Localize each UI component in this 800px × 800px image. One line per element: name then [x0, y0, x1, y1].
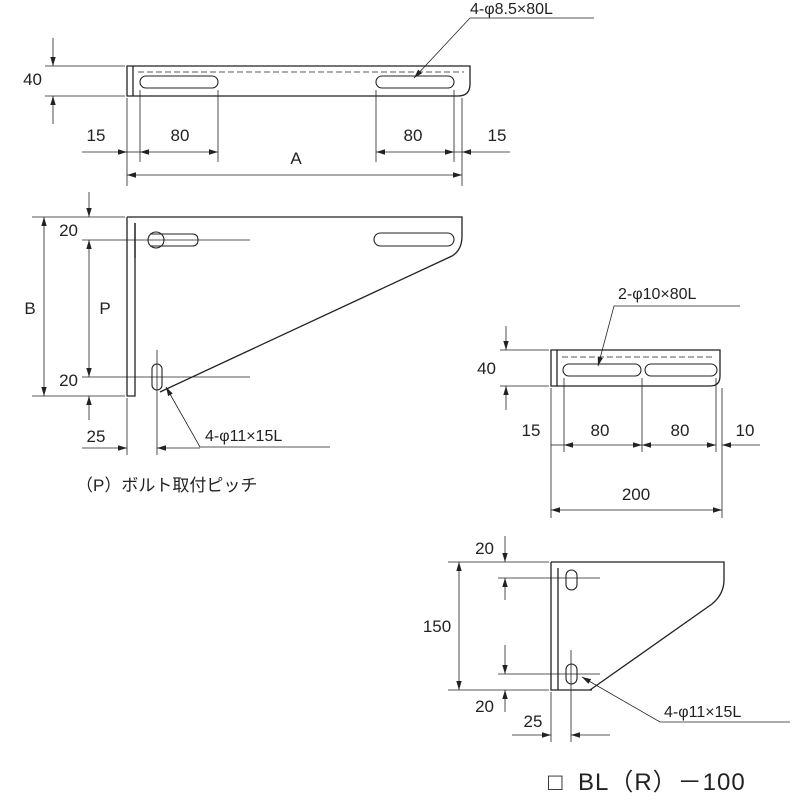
dim-pitch-P: P: [99, 299, 110, 318]
large-bracket-side-labels: 20 B P 20 25 4-φ11×15L: [24, 221, 282, 446]
dim-bottom-offset-20: 20: [59, 371, 78, 390]
dim-overall-A: A: [290, 149, 302, 168]
large-bracket-plan-view: [45, 17, 594, 186]
slot-side-right: [373, 232, 455, 247]
small-upper-hole: [565, 569, 578, 591]
dim-small-right-slot-80: 80: [671, 421, 690, 440]
small-bracket-plan-view: [500, 305, 760, 518]
hole-note-small-plan: 2-φ10×80L: [618, 286, 697, 303]
caption-bolt-pitch: （P）ボルト取付ピッチ: [76, 476, 257, 495]
hole-note-large-side: 4-φ11×15L: [205, 428, 282, 445]
dim-overall-B: B: [24, 299, 35, 318]
small-bracket-side-view: [448, 536, 790, 742]
dim-small-hole-offset-25: 25: [524, 712, 543, 731]
dim-height-40: 40: [23, 70, 42, 89]
dim-small-overall-200: 200: [622, 485, 650, 504]
dim-small-height-40: 40: [477, 359, 496, 378]
model-label: □ BL（R）－100: [548, 769, 746, 796]
slot-right: [375, 75, 455, 89]
dim-small-top-offset-20: 20: [475, 539, 494, 558]
hole-note-small-side: 4-φ11×15L: [664, 704, 741, 721]
dim-left-slot-80: 80: [171, 126, 190, 145]
dim-left-edge-15: 15: [87, 126, 106, 145]
dim-small-overall-150: 150: [423, 617, 451, 636]
slot-left: [139, 75, 219, 89]
large-bracket-side-view: [32, 192, 463, 455]
dim-small-left-slot-80: 80: [591, 421, 610, 440]
model-square-glyph: □: [548, 769, 564, 796]
hole-note-large-plan: 4-φ8.5×80L: [470, 1, 553, 18]
large-bracket-plan-labels: 40 4-φ8.5×80L 15 80 80 15 A: [23, 1, 553, 168]
small-bracket-plan-labels: 2-φ10×80L 40 15 80 80 10 200: [477, 286, 754, 504]
dim-small-bottom-offset-20: 20: [475, 697, 494, 716]
dim-hole-offset-25: 25: [87, 427, 106, 446]
dim-right-slot-80: 80: [404, 126, 423, 145]
small-bracket-side-labels: 20 150 20 25 4-φ11×15L: [423, 539, 742, 731]
model-code: BL（R）－100: [578, 769, 746, 796]
small-slot-right: [644, 363, 718, 377]
dim-small-right-edge-10: 10: [736, 421, 755, 440]
dim-top-offset-20: 20: [59, 221, 78, 240]
dim-right-edge-15: 15: [488, 126, 507, 145]
dim-small-left-edge-15: 15: [522, 421, 541, 440]
small-slot-left: [562, 363, 642, 377]
